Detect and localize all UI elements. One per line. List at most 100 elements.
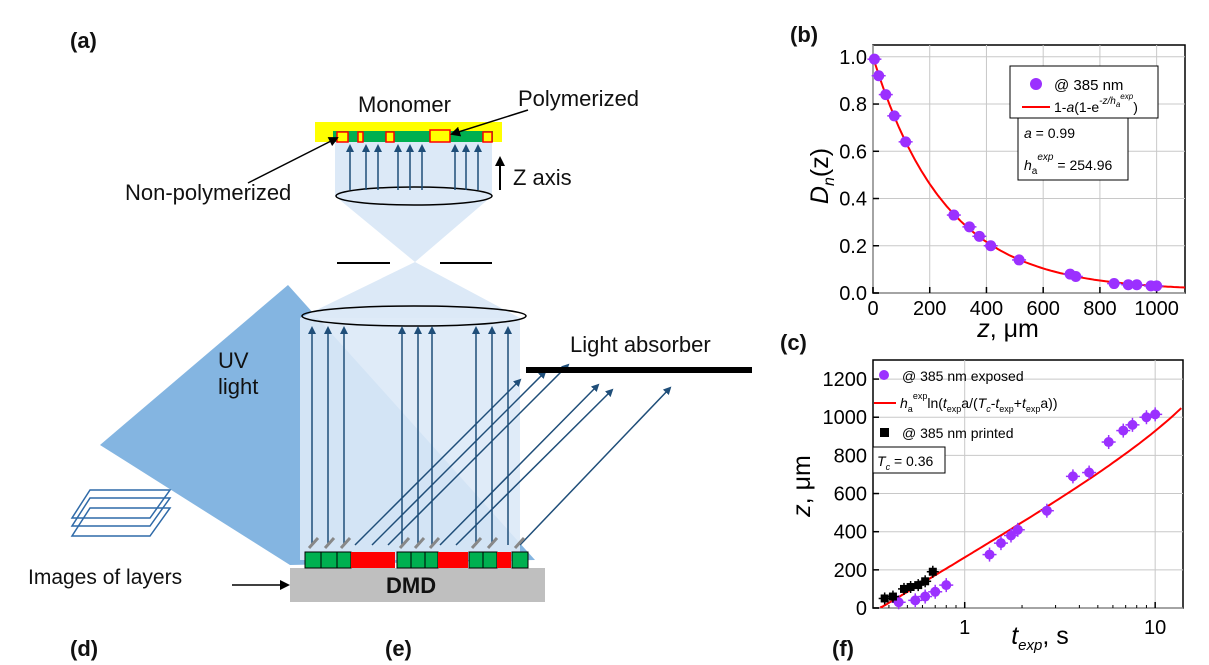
chart-b-point xyxy=(1070,270,1082,282)
chart-b-legend-fit: 1-a(1-e-z/haexp) xyxy=(1054,92,1138,115)
label-images-of-layers: Images of layers xyxy=(28,566,183,589)
chart-b-point xyxy=(1122,279,1134,291)
chart-b-point xyxy=(963,221,975,233)
chart-b-xtick-label: 400 xyxy=(970,298,1003,320)
chart-c-printed-point xyxy=(928,567,937,576)
chart-b-fit-params-box xyxy=(1017,117,1129,181)
non-polymerized-arrow xyxy=(247,137,339,184)
label-uv-1: UV xyxy=(218,348,249,373)
chart-c-legend-printed: @ 385 nm printed xyxy=(902,425,1014,441)
dmd-mirrors xyxy=(304,551,529,569)
chart-c-exposed-point xyxy=(941,580,952,591)
panel-label-c: (c) xyxy=(780,330,807,355)
chart-c-exposed-point xyxy=(995,538,1006,549)
chart-c-ytick-label: 1200 xyxy=(823,369,868,391)
chart-c-legend-exposed: @ 385 nm exposed xyxy=(902,368,1024,384)
chart-b-point xyxy=(880,89,892,101)
chart-b-point xyxy=(1013,254,1025,266)
chart-c-exposed-point xyxy=(1012,524,1023,535)
deflected-rays xyxy=(354,363,672,546)
label-non-polymerized: Non-polymerized xyxy=(125,180,292,205)
chart-c-exposed-point xyxy=(930,586,941,597)
chart-c-exposed-point xyxy=(1150,409,1161,420)
chart-b-ytick-label: 0.0 xyxy=(839,283,867,305)
chart-c-xtick-label: 10 xyxy=(1144,617,1166,639)
chart-c-exposed-point xyxy=(1067,471,1078,482)
chart-b-xtick-label: 800 xyxy=(1083,298,1116,320)
chart-c-legend-printed-marker xyxy=(880,428,889,437)
chart-c-printed-point xyxy=(880,594,889,603)
polymerized-layer xyxy=(333,131,493,142)
focused-rays xyxy=(346,144,482,190)
chart-c-printed-point xyxy=(906,583,915,592)
chart-b-point xyxy=(948,209,960,221)
dmd-base xyxy=(290,568,545,602)
upper-light-cone xyxy=(335,196,492,262)
chart-b-point xyxy=(873,70,885,82)
micromirror-tilts xyxy=(307,536,526,550)
polymerized-arrow xyxy=(450,109,529,137)
chart-b-point xyxy=(1151,280,1163,292)
chart-b-legend-box xyxy=(1009,65,1159,119)
chart-b-legend-point-marker xyxy=(1030,78,1042,90)
chart-b-point xyxy=(900,136,912,148)
chart-c-printed-point xyxy=(888,592,897,601)
chart-c-ytick-label: 200 xyxy=(834,560,867,582)
chart-c-points xyxy=(878,407,1163,610)
chart-b-ylabel: Dn(z) xyxy=(806,148,838,204)
panel-label-d: (d) xyxy=(70,636,99,661)
lower-light-cone xyxy=(300,262,520,318)
chart-c-xlabel: texp, s xyxy=(1011,622,1069,654)
chart-c-ytick-label: 800 xyxy=(834,445,867,467)
chart-c-exposed-point xyxy=(1118,425,1129,436)
chart-b-xtick-label: 0 xyxy=(867,298,878,320)
chart-c-exposed-point xyxy=(1084,467,1095,478)
non-polymerized-regions xyxy=(336,129,493,143)
chart-b-param-a: a = 0.99 xyxy=(1024,125,1075,141)
chart-c-exposed-point xyxy=(1041,505,1052,516)
label-polymerized: Polymerized xyxy=(518,86,640,111)
chart-b-xtick-label: 600 xyxy=(1026,298,1059,320)
panel-label-a: (a) xyxy=(70,28,97,53)
chart-c-exposed-point xyxy=(984,549,995,560)
panel-label-e: (e) xyxy=(385,636,412,661)
chart-c-ytick-label: 1000 xyxy=(823,407,868,429)
label-monomer: Monomer xyxy=(358,92,451,117)
reflected-vertical-rays xyxy=(308,326,512,545)
upper-lens xyxy=(335,186,493,206)
chart-b-point xyxy=(1108,278,1120,290)
chart-c-exposed-point xyxy=(1103,437,1114,448)
chart-b-ytick-label: 0.6 xyxy=(839,141,867,163)
label-z-axis: Z axis xyxy=(513,165,572,190)
panel-label-f: (f) xyxy=(832,636,854,661)
focus-cone xyxy=(335,140,492,196)
label-dmd: DMD xyxy=(386,573,437,598)
chart-b-point xyxy=(1131,279,1143,291)
chart-b-ytick-label: 1.0 xyxy=(839,47,867,69)
chart-b-param-h: haexp = 254.96 xyxy=(1024,152,1112,177)
chart-b-xtick-label: 200 xyxy=(913,298,946,320)
chart-c-printed-point xyxy=(914,581,923,590)
chart-b-ytick-label: 0.2 xyxy=(839,236,867,258)
chart-c-exposed-point xyxy=(1127,419,1138,430)
chart-c-legend-fit: haexpln(texpa/(Tc-texp+texpa)) xyxy=(900,391,1058,414)
chart-c-ylabel: z, μm xyxy=(788,455,816,518)
chart-b-xtick-label: 1000 xyxy=(1134,298,1179,320)
chart-b-point xyxy=(888,110,900,122)
label-uv-2: light xyxy=(218,374,259,399)
chart-c-printed-point xyxy=(921,577,930,586)
chart-c-ytick-label: 0 xyxy=(856,598,867,620)
chart-c-exposed-point xyxy=(1005,530,1016,541)
label-light-absorber: Light absorber xyxy=(570,332,711,357)
chart-b-ytick-label: 0.8 xyxy=(839,94,867,116)
chart-b-points xyxy=(867,53,1164,292)
chart-c-exposed-point xyxy=(910,595,921,606)
chart-c-ytick-label: 600 xyxy=(834,484,867,506)
printer-schematic xyxy=(70,109,752,602)
chart-b-point xyxy=(868,53,880,65)
chart-c-printed-point xyxy=(899,584,908,593)
